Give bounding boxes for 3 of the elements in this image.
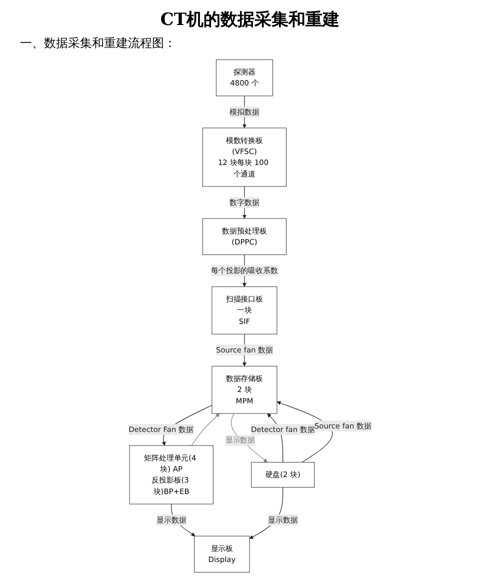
arrow [191, 413, 220, 446]
section-heading: 一、数据采集和重建流程图： [20, 35, 177, 52]
title: CT机的数据采集和重建 [159, 9, 341, 31]
